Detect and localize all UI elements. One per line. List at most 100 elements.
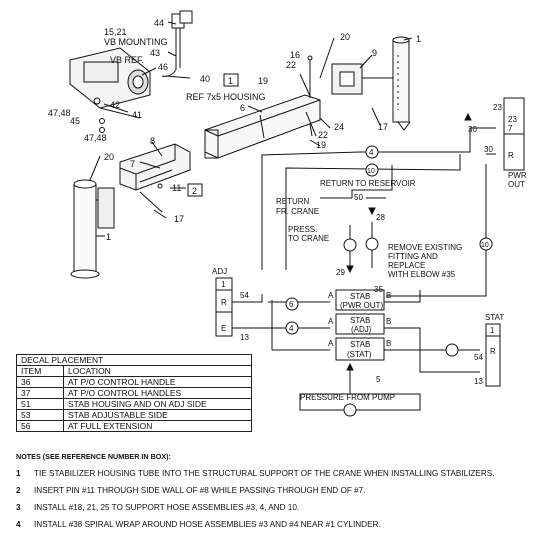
table-row: 53 STAB ADJUSTABLE SIDE: [16, 409, 252, 421]
label-22-b: 22: [318, 130, 328, 140]
label-24: 24: [334, 122, 344, 132]
vb-mounting-assembly: [69, 13, 185, 133]
label-29: 29: [336, 268, 345, 277]
label-50: 50: [354, 193, 363, 202]
stab-adj-1: STAB: [350, 316, 370, 325]
decal-location: AT P/O CONTROL HANDLES: [63, 387, 252, 399]
circle-4-mid: 4: [289, 324, 294, 333]
label-23-a: 23: [493, 103, 502, 112]
label-adj-r: R: [221, 298, 227, 307]
stab-stat-2: (STAT): [347, 350, 372, 359]
note-item: 1 TIE STABILIZER HOUSING TUBE INTO THE S…: [16, 469, 526, 479]
ref-box-2: 2: [192, 186, 197, 196]
decal-item: 56: [16, 420, 64, 432]
decal-item: 36: [16, 376, 64, 388]
notes-title: NOTES (SEE REFERENCE NUMBER IN BOX):: [16, 452, 171, 461]
label-1-a: 1: [416, 34, 421, 44]
port-a3: A: [328, 339, 334, 348]
circle-4-top: 4: [369, 148, 374, 157]
label-30-b: 30: [484, 145, 493, 154]
label-vb-mounting: VB MOUNTING: [104, 37, 168, 47]
label-30-a: 30: [468, 125, 477, 134]
label-8: 8: [150, 136, 155, 146]
housing-tube: [204, 55, 321, 159]
port-b1: B: [386, 291, 391, 300]
label-41: 41: [132, 110, 142, 120]
label-17-a: 17: [378, 122, 388, 132]
port-b3: B: [386, 339, 391, 348]
label-return-2: FR. CRANE: [276, 207, 319, 216]
stab-valve-block: [335, 289, 385, 361]
label-42: 42: [110, 100, 120, 110]
notes-section: NOTES (SEE REFERENCE NUMBER IN BOX): 1 T…: [16, 452, 526, 537]
label-28: 28: [376, 213, 385, 222]
note-item: 3 INSTALL #18, 21, 25 TO SUPPORT HOSE AS…: [16, 503, 526, 513]
label-7-pwr: 7: [508, 124, 513, 133]
note-number: 1: [16, 469, 21, 478]
table-row: 36 AT P/O CONTROL HANDLE: [16, 376, 252, 388]
port-a1: A: [328, 291, 334, 300]
note-number: 4: [16, 520, 21, 529]
note-text: INSTALL #38 SPIRAL WRAP AROUND HOSE ASSE…: [34, 520, 381, 529]
label-adj-e: E: [221, 324, 226, 333]
label-23-b: 23: [508, 115, 517, 124]
hydraulic-lines: [226, 127, 496, 411]
label-1-b: 1: [106, 232, 111, 242]
label-7: 7: [130, 159, 135, 169]
note-number: 3: [16, 503, 21, 512]
stab-pwr-1: STAB: [350, 292, 370, 301]
label-47-48-b: 47,48: [84, 133, 107, 143]
label-press-2: TO CRANE: [288, 234, 329, 243]
label-ref-housing: REF 7x5 HOUSING: [186, 92, 266, 102]
label-13-b: 13: [474, 377, 483, 386]
label-20-b: 20: [104, 152, 114, 162]
label-22-a: 22: [286, 60, 296, 70]
label-35: 35: [374, 285, 383, 294]
label-54-a: 54: [240, 291, 249, 300]
label-return-to-reservoir: RETURN TO RESERVOIR: [320, 179, 416, 188]
label-out: OUT: [508, 180, 525, 189]
label-43: 43: [150, 48, 160, 58]
label-remove-3: REPLACE: [388, 261, 425, 270]
label-45: 45: [70, 116, 80, 126]
note-text: INSTALL #18, 21, 25 TO SUPPORT HOSE ASSE…: [34, 503, 300, 512]
decal-location: AT FULL EXTENSION: [63, 420, 252, 432]
label-44: 44: [154, 18, 164, 28]
stab-adj-2: (ADJ): [351, 325, 372, 334]
label-17-b: 17: [174, 214, 184, 224]
decal-table-title: DECAL PLACEMENT: [16, 354, 252, 366]
stab-stat-1: STAB: [350, 340, 370, 349]
stab-pwr-2: (PWR OUT): [340, 301, 383, 310]
label-11: 11: [172, 183, 181, 193]
port-a2: A: [328, 317, 334, 326]
label-r-pwr: R: [508, 151, 514, 160]
label-pwr: PWR: [508, 171, 527, 180]
label-stat: STAT: [485, 313, 504, 322]
label-19-a: 19: [258, 76, 268, 86]
table-row: 56 AT FULL EXTENSION: [16, 420, 252, 432]
circle-10-top: 10: [367, 168, 375, 175]
label-6: 6: [240, 103, 245, 113]
decal-header-item: ITEM: [16, 365, 64, 377]
stabilizer-leg: [119, 143, 191, 213]
label-5: 5: [376, 375, 381, 384]
circle-10-right: 10: [481, 242, 489, 249]
note-text: INSERT PIN #11 THROUGH SIDE WALL OF #8 W…: [34, 486, 366, 495]
table-row: 51 STAB HOUSING AND ON ADJ SIDE: [16, 398, 252, 410]
label-9: 9: [372, 48, 377, 58]
decal-location: STAB ADJUSTABLE SIDE: [63, 409, 252, 421]
cylinder-lower: [70, 179, 115, 279]
note-number: 2: [16, 486, 21, 495]
table-row: 37 AT P/O CONTROL HANDLES: [16, 387, 252, 399]
decal-location: STAB HOUSING AND ON ADJ SIDE: [63, 398, 252, 410]
decal-item: 51: [16, 398, 64, 410]
label-19-b: 19: [316, 140, 326, 150]
decal-header-location: LOCATION: [63, 365, 252, 377]
label-adj: ADJ: [212, 267, 227, 276]
label-40: 40: [200, 74, 210, 84]
label-15-21: 15,21: [104, 27, 127, 37]
label-adj-1: 1: [221, 280, 226, 289]
label-return-1: RETURN: [276, 197, 310, 206]
cylinder-upper: [331, 36, 411, 131]
